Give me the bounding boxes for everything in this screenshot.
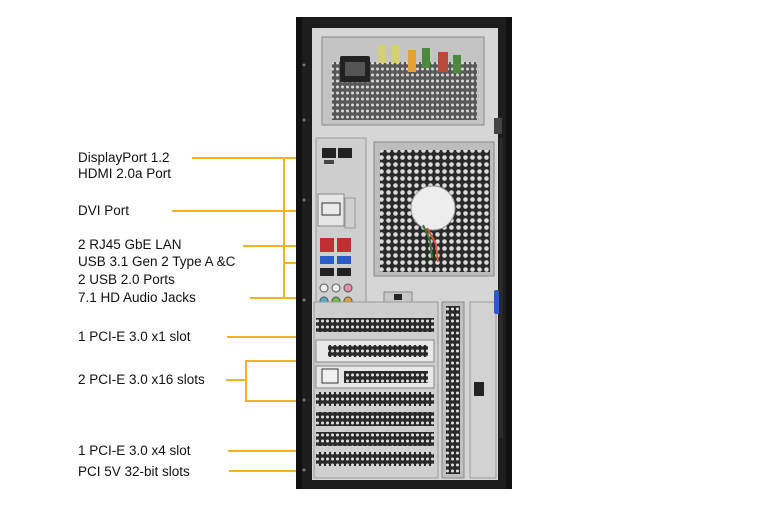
label-rj45: 2 RJ45 GbE LAN [78,237,182,252]
rj45-port-1 [320,238,334,252]
slot-pci-5v [316,452,434,466]
label-pcie-x1: 1 PCI-E 3.0 x1 slot [78,329,191,344]
callout-line-rj45 [243,245,315,247]
psu-connectors [378,45,461,73]
slot-pcie-x1 [316,318,434,332]
callout-line-displayport [192,157,315,159]
label-displayport: DisplayPort 1.2 [78,150,170,165]
vent-strip [446,306,460,474]
usb20-port-1 [320,268,334,276]
usb31-port-2 [337,256,351,264]
callout-bracket-pcie-x16 [245,360,247,402]
expansion-slots [315,318,435,466]
callout-tick-pcie-x16-bottom [245,400,315,402]
hdmi-port [338,148,352,158]
usb20-port-2 [337,268,351,276]
slot-pcie-x4 [316,432,434,446]
callout-line-pcie-x1 [227,336,315,338]
label-usb20: 2 USB 2.0 Ports [78,272,175,287]
label-pci-5v: PCI 5V 32-bit slots [78,464,190,479]
callout-line-dvi [172,210,315,212]
label-pcie-x4: 1 PCI-E 3.0 x4 slot [78,443,191,458]
slot-blank-2 [316,412,434,426]
label-hdmi: HDMI 2.0a Port [78,166,172,181]
lock-slot [494,118,502,134]
displayport-port [322,148,336,158]
label-usb31: USB 3.1 Gen 2 Type A &C [78,254,236,269]
label-dvi: DVI Port [78,203,130,218]
label-pcie-x16: 2 PCI-E 3.0 x16 slots [78,372,205,387]
fan-hub [410,185,456,231]
callout-line-audio [250,297,315,299]
slot-blank-1 [316,392,434,406]
rj45-port-2 [337,238,351,252]
usb31-port-1 [320,256,334,264]
callout-tick-pcie-x16-top [245,360,315,362]
callout-line-pcie-x16 [226,379,247,381]
side-lock [474,382,484,396]
callout-line-pcie-x4 [228,450,315,452]
callout-bracket-vertical-a [283,157,285,299]
label-audio: 7.1 HD Audio Jacks [78,290,196,305]
callout-line-pci-5v [229,470,315,472]
